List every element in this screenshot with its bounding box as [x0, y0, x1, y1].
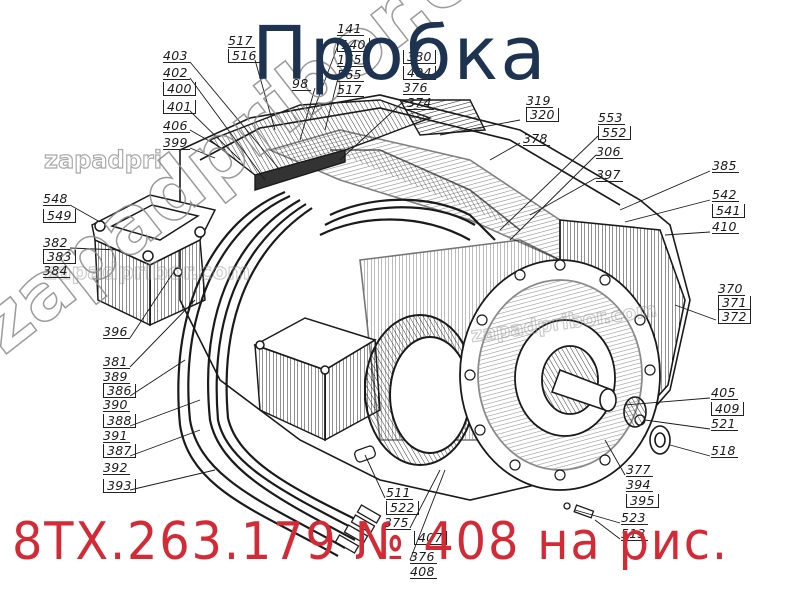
part-label-388: 388 [103, 414, 136, 428]
part-label-523: 523 [621, 510, 648, 525]
shaft [550, 368, 671, 455]
part-label-511: 511 [386, 485, 413, 500]
part-label-306: 306 [596, 144, 623, 159]
part-label-380: 380 [403, 50, 436, 64]
part-label-387: 387 [103, 444, 136, 458]
leader-lines [69, 39, 717, 561]
part-label-375: 375 [384, 515, 411, 530]
part-label-376: 376 [410, 549, 437, 564]
part-label-405: 405 [711, 385, 738, 400]
part-label-141: 141 [337, 21, 364, 36]
part-label-402: 402 [163, 65, 190, 80]
part-label-370: 370 [718, 281, 745, 296]
part-label-404: 404 [403, 66, 436, 80]
cable-lugs [334, 504, 382, 554]
bolt [563, 502, 595, 519]
part-label-98: 98 [292, 76, 311, 91]
part-label-389: 389 [103, 369, 130, 384]
part-label-392: 392 [103, 460, 130, 475]
part-label-175: 175 [337, 52, 364, 67]
part-label-522: 522 [386, 501, 419, 515]
part-label-399: 399 [163, 135, 190, 150]
part-label-381: 381 [103, 354, 130, 369]
part-label-385: 385 [712, 158, 739, 173]
part-label-517a: 517 [228, 33, 255, 48]
part-label-365: 365 [337, 67, 364, 82]
part-label-384: 384 [43, 263, 70, 278]
cable-harness [177, 190, 496, 557]
part-label-140: 140 [337, 38, 370, 52]
part-label-319: 319 [526, 93, 553, 108]
part-label-383: 383 [43, 250, 76, 264]
part-label-541: 541 [712, 204, 745, 218]
part-label-386: 386 [103, 384, 136, 398]
part-label-391: 391 [103, 428, 130, 443]
part-label-395: 395 [626, 494, 659, 508]
part-label-406: 406 [163, 118, 190, 133]
part-label-552: 552 [598, 126, 631, 140]
page-title: Пробка [252, 11, 548, 97]
part-label-393: 393 [103, 479, 136, 493]
part-label-374: 374 [407, 95, 434, 110]
part-label-394: 394 [626, 477, 653, 492]
stator-ring [364, 314, 476, 466]
watermark-top-left: zapadpri [43, 145, 162, 174]
part-label-378: 378 [523, 131, 550, 146]
part-label-548: 548 [43, 191, 70, 206]
part-label-401: 401 [163, 100, 196, 114]
part-label-521: 521 [711, 416, 738, 431]
part-label-409: 409 [711, 402, 744, 416]
part-label-403: 403 [163, 48, 190, 63]
part-label-410: 410 [712, 219, 739, 234]
part-label-390: 390 [103, 397, 130, 412]
part-label-513: 513 [621, 526, 648, 541]
part-label-553: 553 [598, 110, 625, 125]
top-cover [208, 99, 487, 191]
part-label-377: 377 [626, 462, 653, 477]
part-label-517b: 517 [337, 82, 364, 97]
part-label-408: 408 [410, 564, 437, 579]
part-label-376t: 376 [403, 80, 430, 95]
part-caption: 8ТХ.263.179 № 408 на рис. [12, 512, 729, 572]
watermark-left: zapadpribor.com [43, 259, 251, 285]
part-label-372: 372 [718, 310, 751, 324]
part-label-400: 400 [163, 82, 196, 96]
part-label-371: 371 [718, 296, 751, 310]
part-label-516: 516 [228, 49, 261, 63]
part-label-320: 320 [526, 108, 559, 122]
part-label-549: 549 [43, 209, 76, 223]
part-label-396: 396 [103, 324, 130, 339]
part-label-382: 382 [43, 235, 70, 250]
part-label-397: 397 [596, 167, 623, 182]
part-label-407: 407 [414, 531, 447, 545]
terminal-box-front [253, 317, 381, 442]
terminal-box-left [91, 194, 217, 327]
part-label-542: 542 [712, 187, 739, 202]
part-label-518: 518 [711, 443, 738, 458]
